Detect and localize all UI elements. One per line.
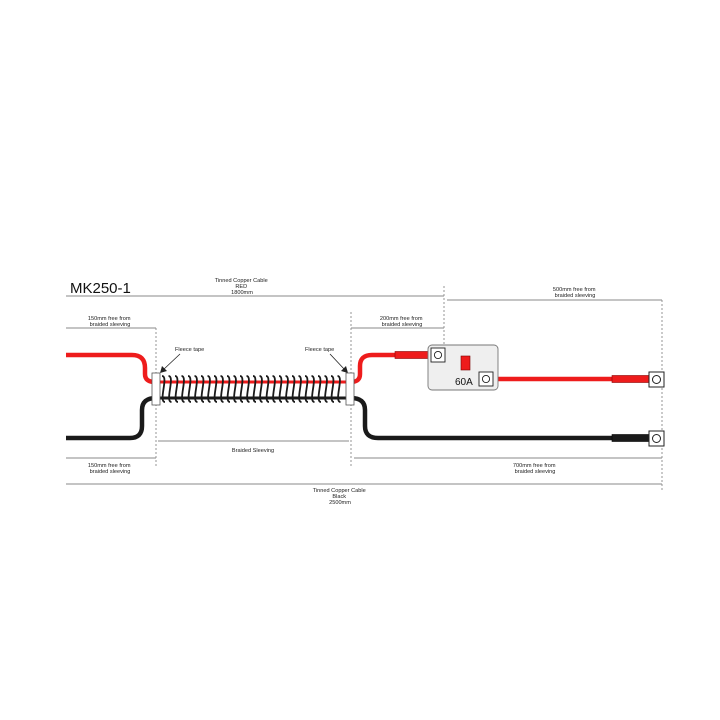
braid-strand (272, 375, 276, 403)
braid-strand (278, 375, 283, 403)
fleece-tape-right-label: Fleece tape (305, 347, 334, 353)
braid-strand (291, 375, 296, 403)
black-cable-label: Tinned Copper Cable Black 2500mm (313, 488, 368, 506)
braid-strand (220, 375, 224, 403)
red-cable-right (350, 352, 395, 385)
red-cable-label: Tinned Copper Cable RED 1800mm (215, 278, 270, 296)
diagram-title: MK250-1 (70, 280, 131, 297)
braid-strand (324, 375, 328, 403)
fuse-reset-button (460, 355, 471, 371)
braid-strand (252, 375, 257, 403)
braid-strand (233, 375, 237, 403)
black-heatshrink-end (611, 434, 650, 442)
braid-strand (207, 375, 211, 403)
red-left-free-label: 150mm free from braided sleeving (88, 316, 132, 328)
braid-strand (304, 375, 309, 403)
braid-strand (200, 375, 205, 403)
fleece-tape-left-label: Fleece tape (175, 347, 204, 353)
braid-pattern (161, 375, 341, 403)
red-ring-terminal-hole (652, 375, 661, 384)
braid-strand (265, 375, 270, 403)
braid-strand (239, 375, 244, 403)
fuse-rating-label: 60A (455, 377, 473, 388)
braid-strand (317, 375, 322, 403)
red-far-free-label: 500mm free from braided sleeving (553, 287, 597, 299)
braid-strand (213, 375, 218, 403)
braid-strand (259, 375, 263, 403)
fuse-terminal-out-stud (481, 374, 491, 384)
red-right-free-label: 200mm free from braided sleeving (380, 316, 424, 328)
red-cable-left (66, 352, 156, 385)
braid-strand (298, 375, 302, 403)
braid-strand (226, 375, 231, 403)
fuse-terminal-in-stud (433, 350, 443, 360)
braid-strand (285, 375, 289, 403)
fleece-tape-right-arrow (329, 353, 346, 371)
black-cable-right (350, 395, 615, 441)
braid-strand (168, 375, 172, 403)
braid-strand (194, 375, 198, 403)
fleece-tape-left-arrowhead (160, 366, 167, 373)
braid-strand (161, 375, 166, 403)
braid-strand (174, 375, 179, 403)
braid-strand (330, 375, 335, 403)
braided-sleeving-label: Braided Sleeving (232, 448, 274, 454)
braid-strand (311, 375, 315, 403)
black-left-free-label: 150mm free from braided sleeving (88, 463, 132, 475)
braid-strand (337, 375, 341, 403)
fleece-tape-left (151, 372, 161, 406)
red-heatshrink-fuse-in (394, 351, 433, 359)
braid-strand (187, 375, 192, 403)
braid-strand (181, 375, 185, 403)
fleece-tape-left-arrow (162, 353, 181, 371)
black-cable-left (66, 395, 157, 441)
fleece-tape-right-arrowhead (341, 366, 348, 373)
braid-strand (246, 375, 250, 403)
black-ring-terminal-hole (652, 434, 661, 443)
braided-sleeving (151, 372, 355, 406)
fleece-tape-right (345, 372, 355, 406)
black-right-free-label: 700mm free from braided sleeving (513, 463, 557, 475)
red-heatshrink-end (611, 375, 650, 383)
